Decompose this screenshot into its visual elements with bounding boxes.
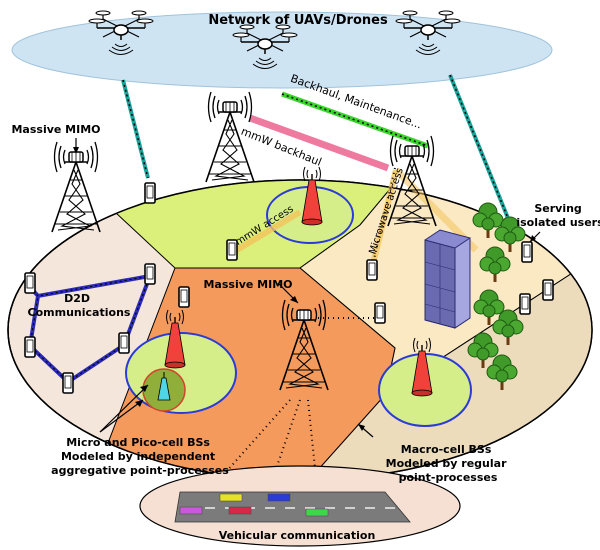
user-device-icon: [374, 302, 386, 324]
user-device-icon: [542, 279, 554, 301]
user-device-icon: [62, 372, 74, 394]
annotation-arrow: [99, 384, 149, 433]
uav-network-label: Network of UAVs/Drones: [208, 13, 388, 28]
micro-pico-cell-label: Micro and Pico-cell BSs Modeled by indep…: [51, 436, 229, 477]
backhaul-link: [281, 93, 429, 147]
mmw-access-beam: [230, 209, 302, 256]
user-device-icon: [366, 259, 378, 281]
vehicle-icon: [305, 508, 329, 517]
vehicular-label: Vehicular communication: [219, 529, 376, 542]
d2d-label: D2D Communications: [28, 292, 131, 319]
user-device-icon: [144, 263, 156, 285]
mmw-backhaul-beam: [248, 114, 390, 172]
pico-cell-bs-icon: [157, 372, 171, 401]
user-device-icon: [144, 182, 156, 204]
user-device-icon: [24, 336, 36, 358]
user-device-icon: [519, 293, 531, 315]
building-icon: [424, 229, 471, 329]
massive-mimo-left-label: Massive MIMO: [11, 123, 100, 136]
dotted-link: [371, 167, 396, 269]
road: [174, 491, 411, 523]
vehicle-icon: [219, 493, 243, 502]
massive-mimo-center-label: Massive MIMO: [203, 278, 292, 291]
annotation-arrow: [99, 399, 144, 433]
serving-isolated-users-label: Serving isolated users: [516, 202, 600, 229]
macro-cell-label: Macro-cell BSs Modeled by regular point-…: [386, 443, 511, 484]
user-device-icon: [178, 286, 190, 308]
uav-link: [449, 74, 517, 239]
vehicle-icon: [228, 506, 252, 515]
vehicle-icon: [267, 493, 291, 502]
massive-mimo-tower: [51, 141, 101, 233]
vehicle-icon: [179, 506, 203, 515]
user-device-icon: [118, 332, 130, 354]
user-device-icon: [24, 272, 36, 294]
uav-link: [122, 79, 149, 179]
user-device-icon: [521, 241, 533, 263]
